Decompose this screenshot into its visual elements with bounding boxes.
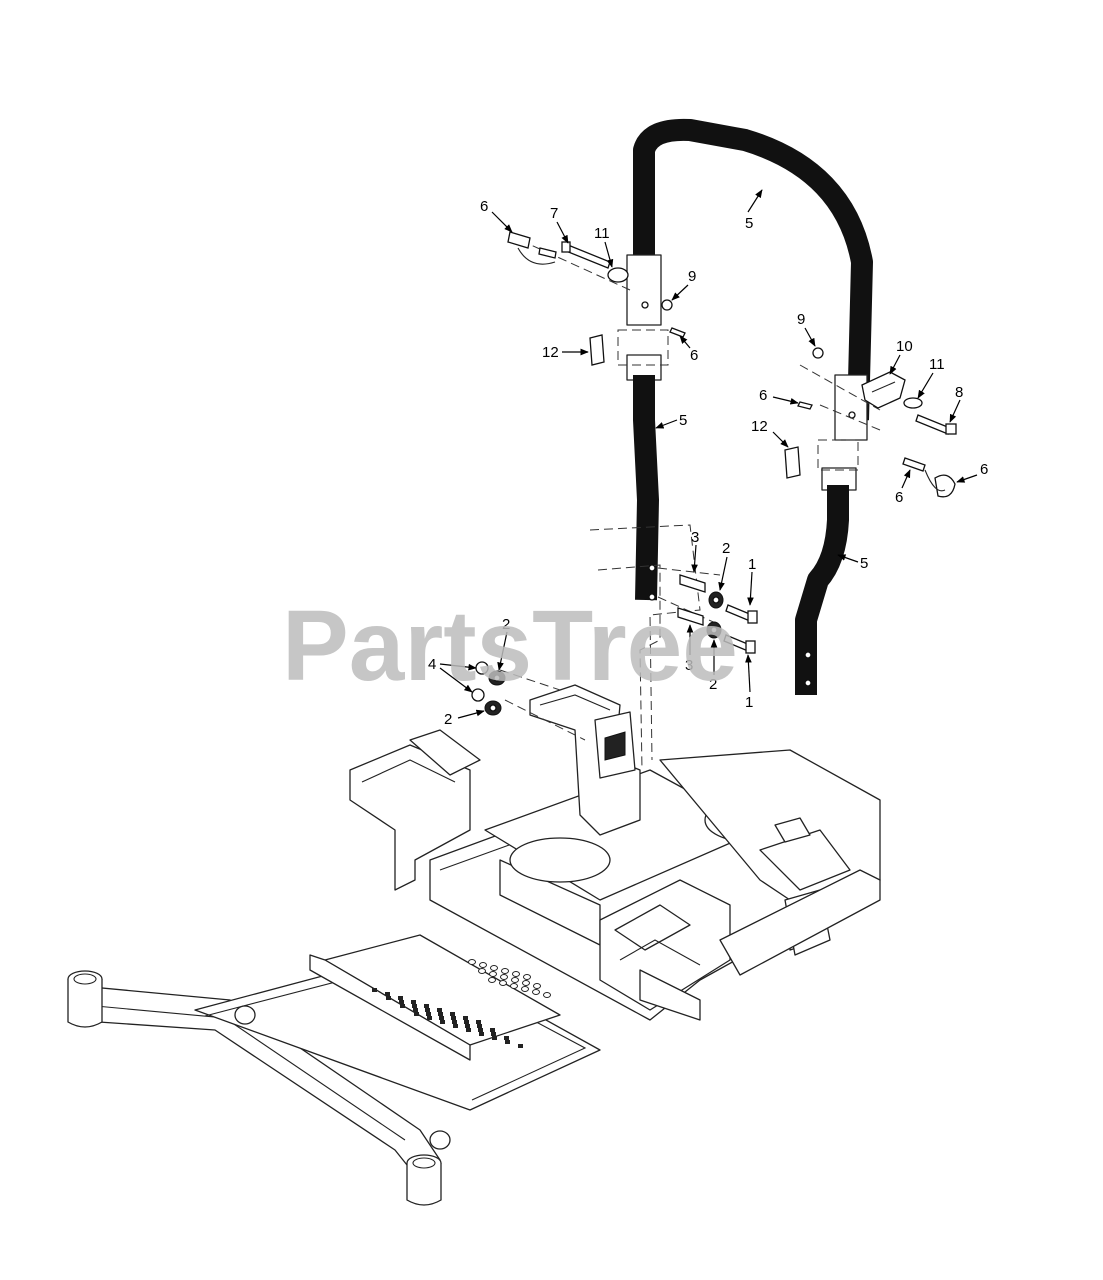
callout-2-left-bottom: 2 <box>444 711 452 728</box>
callout-5-right: 5 <box>860 555 868 572</box>
floor-hole <box>411 1000 416 1004</box>
callout-2-top-right: 2 <box>722 540 730 557</box>
floor-hole <box>490 1028 495 1032</box>
callout-2-bottom-right: 2 <box>709 676 717 693</box>
floor-hole-round <box>522 980 530 986</box>
floor-hole <box>492 1036 497 1040</box>
callout-2-left-top: 2 <box>502 616 510 633</box>
floor-hole-round <box>500 974 508 980</box>
floor-hole <box>478 1028 483 1032</box>
floor-hole <box>518 1044 523 1048</box>
floor-hole <box>440 1020 445 1024</box>
floor-hole <box>427 1016 432 1020</box>
callout-9-right: 9 <box>797 311 805 328</box>
callout-6-right-pin: 6 <box>980 461 988 478</box>
floor-hole <box>414 1012 419 1016</box>
floor-hole <box>479 1032 484 1036</box>
callout-12-right: 12 <box>751 418 768 435</box>
callout-leaders <box>439 189 978 719</box>
floor-hole-round <box>512 971 520 977</box>
floor-hole <box>386 996 391 1000</box>
callout-7: 7 <box>550 205 558 222</box>
floor-hole <box>426 1012 431 1016</box>
floor-hole <box>463 1016 468 1020</box>
floor-hole-round <box>490 965 498 971</box>
roll-bar-lower-left <box>626 354 662 601</box>
hardware <box>471 231 957 716</box>
floor-hole <box>465 1024 470 1028</box>
floor-hole <box>437 1008 442 1012</box>
callout-6-right-mid: 6 <box>759 387 767 404</box>
floor-hole-round <box>479 962 487 968</box>
floor-hole-round <box>489 971 497 977</box>
seat-mount-bracket <box>529 684 641 836</box>
left-caster-tube <box>67 970 103 1028</box>
floor-hole-round <box>511 977 519 983</box>
floor-hole <box>399 1000 404 1004</box>
right-caster-tube <box>406 1154 442 1206</box>
callout-8: 8 <box>955 384 963 401</box>
callout-11-right: 11 <box>929 356 945 373</box>
floor-hole-round <box>478 968 486 974</box>
callout-3-bottom: 3 <box>685 657 693 674</box>
floor-hole <box>452 1020 457 1024</box>
callout-5-top: 5 <box>745 215 753 232</box>
callout-6-right-low: 6 <box>895 489 903 506</box>
floor-hole <box>385 992 390 996</box>
callout-4: 4 <box>428 656 436 673</box>
mower-frame <box>67 684 881 1206</box>
callout-9-left: 9 <box>688 268 696 285</box>
callout-1-top: 1 <box>748 556 756 573</box>
callout-labels: 5 6 7 11 9 6 12 5 9 10 11 8 6 12 6 6 5 3… <box>428 198 988 728</box>
callout-12-left: 12 <box>542 344 559 361</box>
floor-hole-round <box>532 989 540 995</box>
floor-hole <box>372 988 377 992</box>
floor-hole <box>439 1016 444 1020</box>
floor-hole <box>451 1016 456 1020</box>
callout-11-left: 11 <box>594 225 610 242</box>
callout-1-bottom: 1 <box>745 694 753 711</box>
callout-3-top: 3 <box>691 529 699 546</box>
floor-hole <box>504 1036 509 1040</box>
callout-6-top-left: 6 <box>480 198 488 215</box>
floor-hole <box>476 1020 481 1024</box>
watermark: PartsTree <box>282 590 738 702</box>
floor-hole-round <box>521 986 529 992</box>
floor-hole <box>400 1004 405 1008</box>
floor-hole <box>453 1024 458 1028</box>
floor-hole <box>477 1024 482 1028</box>
floor-hole <box>424 1004 429 1008</box>
floor-hole <box>450 1012 455 1016</box>
floor-hole-round <box>468 959 476 965</box>
floor-pan <box>309 934 561 1061</box>
floor-hole-round <box>523 974 531 980</box>
floor-hole-round <box>488 977 496 983</box>
floor-hole <box>438 1012 443 1016</box>
floor-hole <box>412 1004 417 1008</box>
callout-10: 10 <box>896 338 913 355</box>
floor-hole-round <box>543 992 551 998</box>
floor-hole <box>464 1020 469 1024</box>
floor-hole <box>466 1028 471 1032</box>
floor-hole <box>505 1040 510 1044</box>
floor-hole <box>491 1032 496 1036</box>
callout-5-left: 5 <box>679 412 687 429</box>
floor-hole-round <box>533 983 541 989</box>
roll-bar-lower-right <box>795 467 857 695</box>
floor-hole-round <box>499 980 507 986</box>
roll-bar-upper <box>626 118 873 441</box>
floor-hole-round <box>510 983 518 989</box>
callout-6-left-mid: 6 <box>690 347 698 364</box>
floor-hole-round <box>501 968 509 974</box>
floor-hole <box>398 996 403 1000</box>
floor-hole <box>425 1008 430 1012</box>
floor-hole <box>413 1008 418 1012</box>
